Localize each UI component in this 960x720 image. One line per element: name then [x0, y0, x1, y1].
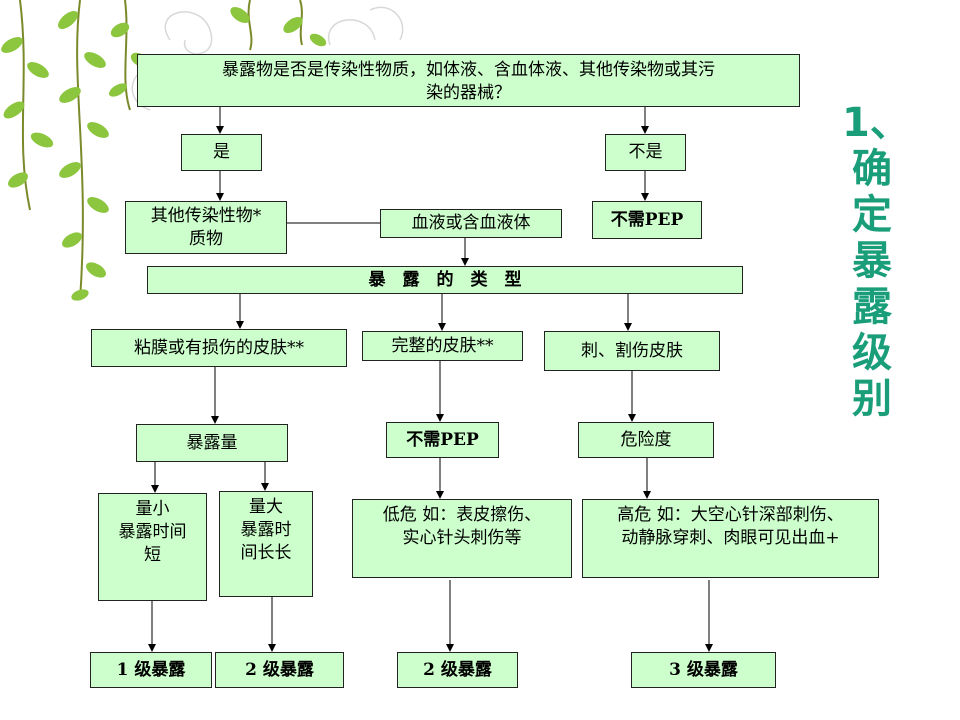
title-char: 定	[852, 192, 892, 238]
node-level-2a-text: 2 级暴露	[245, 659, 314, 680]
node-risk-text: 危险度	[620, 429, 672, 450]
title-char: 别	[852, 376, 892, 422]
node-risk: 危险度	[578, 422, 714, 458]
node-large-amount: 量大 暴露时 间长长	[219, 491, 313, 597]
node-no-pep-2-text: 不需PEP	[406, 429, 479, 450]
node-yes-text: 是	[213, 142, 230, 162]
node-level-3: 3 级暴露	[631, 652, 776, 688]
node-small-amount-text: 量小 暴露时间 短	[118, 499, 187, 565]
node-exposure-type-text: 暴 露 的 类 型	[368, 269, 522, 290]
node-puncture-text: 刺、割伤皮肤	[581, 340, 683, 361]
node-large-amount-text: 量大 暴露时 间长长	[240, 497, 292, 563]
node-blood-text: 血液或含血液体	[411, 213, 531, 233]
node-no: 不是	[605, 134, 686, 171]
node-high-risk-text: 高危 如：大空心针深部刺伤、 动静脉穿刺、肉眼可见出血+	[617, 505, 844, 548]
node-exposure-amount: 暴露量	[136, 424, 288, 462]
node-mucosa: 粘膜或有损伤的皮肤**	[91, 329, 347, 367]
node-low-risk: 低危 如：表皮擦伤、 实心针头刺伤等	[352, 499, 572, 578]
node-question: 暴露物是否是传染性物质，如体液、含血体液、其他传染物或其污 染的器械？	[137, 54, 800, 107]
node-exposure-type: 暴 露 的 类 型	[147, 266, 743, 294]
node-low-risk-text: 低危 如：表皮擦伤、 实心针头刺伤等	[382, 505, 542, 548]
node-other-infectious-text: 其他传染性物* 质物	[150, 205, 262, 249]
node-high-risk: 高危 如：大空心针深部刺伤、 动静脉穿刺、肉眼可见出血+	[582, 499, 879, 578]
node-mucosa-text: 粘膜或有损伤的皮肤**	[134, 337, 304, 358]
node-level-2b: 2 级暴露	[397, 652, 518, 688]
node-blood: 血液或含血液体	[380, 209, 562, 238]
title-char: 级	[852, 330, 892, 376]
node-other-infectious: 其他传染性物* 质物	[125, 201, 287, 254]
slide-title: 1、 确 定 暴 露 级 别	[842, 100, 910, 422]
title-char: 确	[852, 146, 892, 192]
node-intact-skin: 完整的皮肤**	[362, 331, 523, 361]
node-question-text: 暴露物是否是传染性物质，如体液、含血体液、其他传染物或其污 染的器械？	[222, 60, 715, 103]
node-no-pep-2: 不需PEP	[386, 422, 499, 458]
node-yes: 是	[181, 134, 262, 171]
node-level-1: 1 级暴露	[90, 652, 212, 688]
node-small-amount: 量小 暴露时间 短	[98, 493, 207, 601]
title-char: 露	[852, 284, 892, 330]
node-no-pep-1-text: 不需PEP	[610, 209, 684, 230]
node-level-2a: 2 级暴露	[215, 652, 344, 688]
node-no-text: 不是	[628, 142, 663, 162]
node-intact-skin-text: 完整的皮肤**	[391, 335, 494, 356]
node-exposure-amount-text: 暴露量	[186, 432, 238, 453]
node-puncture: 刺、割伤皮肤	[544, 331, 720, 371]
title-number: 1、	[842, 100, 910, 146]
node-level-2b-text: 2 级暴露	[423, 659, 492, 680]
node-no-pep-1: 不需PEP	[592, 201, 702, 239]
node-level-1-text: 1 级暴露	[116, 659, 186, 680]
title-char: 暴	[852, 238, 892, 284]
node-level-3-text: 3 级暴露	[669, 659, 738, 680]
